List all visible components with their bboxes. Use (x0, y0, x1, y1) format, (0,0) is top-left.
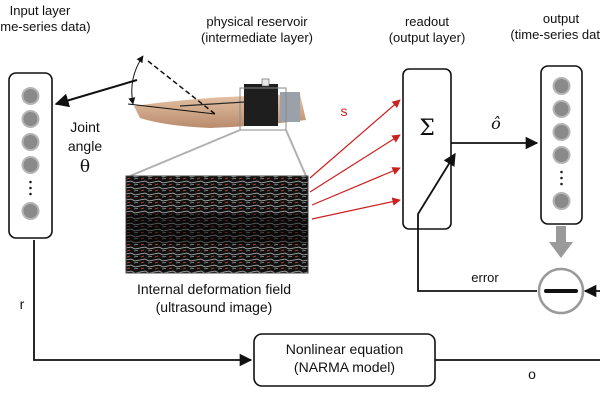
angle-line-lower (127, 103, 216, 115)
signal-arrow-1 (309, 99, 401, 179)
output-layer-title: output (time-series data) (496, 11, 600, 42)
error-label: error (471, 270, 499, 285)
output-layer-title-line1: output (542, 11, 580, 26)
angle-arc (128, 55, 144, 105)
readout-title: readout (output layer) (366, 14, 488, 45)
signal-arrow-2 (309, 134, 401, 193)
prediction-label: ô (491, 114, 501, 133)
joint-angle-label: Joint angle θ (56, 118, 114, 179)
ultrasound-caption-line1: Internal deformation field (136, 281, 292, 297)
ultrasound-image (125, 175, 309, 274)
signal-label: s (340, 103, 348, 119)
output-layer-title-line2: (time-series data) (510, 26, 600, 42)
input-layer-title-line2: (time-series data) (0, 18, 91, 34)
zoom-line-left (129, 129, 241, 177)
target-label: o (528, 366, 536, 382)
joint-label-line2: angle (67, 137, 103, 154)
probe-light (261, 78, 270, 87)
error-feed-head (549, 242, 573, 258)
input-layer-node (21, 202, 40, 220)
input-layer-box (8, 72, 53, 239)
output-layer-ellipsis-dot (560, 170, 563, 174)
reservoir-title: physical reservoir (intermediate layer) (172, 14, 342, 45)
input-layer-node (21, 133, 40, 151)
input-layer-ellipsis-dot (29, 192, 32, 196)
reservoir-title-line2: (intermediate layer) (201, 29, 313, 45)
input-to-narma-path (33, 240, 253, 367)
signal-arrow-4 (311, 197, 401, 220)
readout-title-line1: readout (404, 14, 450, 29)
ultrasound-probe (244, 84, 278, 126)
ultrasound-caption-line2: (ultrasound image) (155, 299, 273, 316)
input-layer-ellipsis-dot (29, 180, 32, 184)
input-layer-node (21, 110, 40, 128)
output-layer-node (552, 123, 571, 141)
joint-angle-symbol: θ (79, 156, 91, 177)
output-node-group (552, 77, 571, 210)
probe-strap (280, 92, 300, 122)
input-layer-ellipsis-dot (29, 186, 32, 190)
input-signal-label: r (19, 296, 25, 312)
output-layer-node (552, 146, 571, 164)
output-layer-node (552, 192, 571, 210)
arm-photo (134, 78, 306, 131)
input-layer-node (21, 87, 40, 105)
region-of-interest (239, 87, 287, 131)
ultrasound-caption: Internal deformation field (ultrasound i… (98, 280, 330, 316)
readout-box (402, 68, 452, 230)
joint-label-line1: Joint (70, 119, 100, 135)
error-feedback-path (417, 152, 537, 292)
input-layer-title-line1: Input layer (9, 3, 71, 18)
readout-title-line2: (output layer) (388, 29, 466, 45)
narma-label-line2: (NARMA model) (293, 359, 396, 376)
output-layer-ellipsis-dot (560, 182, 563, 186)
output-layer-node (552, 100, 571, 118)
input-layer-title: Input layer (time-series data) (0, 3, 92, 34)
output-layer-node (552, 77, 571, 95)
narma-label: Nonlinear equation (NARMA model) (254, 340, 435, 376)
reservoir-title-line1: physical reservoir (206, 14, 308, 29)
joint-angle-arrow (54, 79, 138, 108)
sensor-cable (179, 101, 246, 107)
input-layer-node (21, 156, 40, 174)
ultrasound-dark-band (126, 214, 308, 244)
sum-symbol: Σ (419, 116, 435, 141)
narma-label-line1: Nonlinear equation (285, 341, 404, 357)
error-feed-shaft (556, 226, 566, 244)
angle-line-upper (147, 60, 216, 115)
zoom-line-right (285, 129, 307, 177)
signal-arrow-3 (311, 167, 401, 206)
output-layer-box (540, 65, 583, 225)
output-layer-ellipsis-dot (560, 176, 563, 180)
input-node-group (21, 87, 40, 220)
